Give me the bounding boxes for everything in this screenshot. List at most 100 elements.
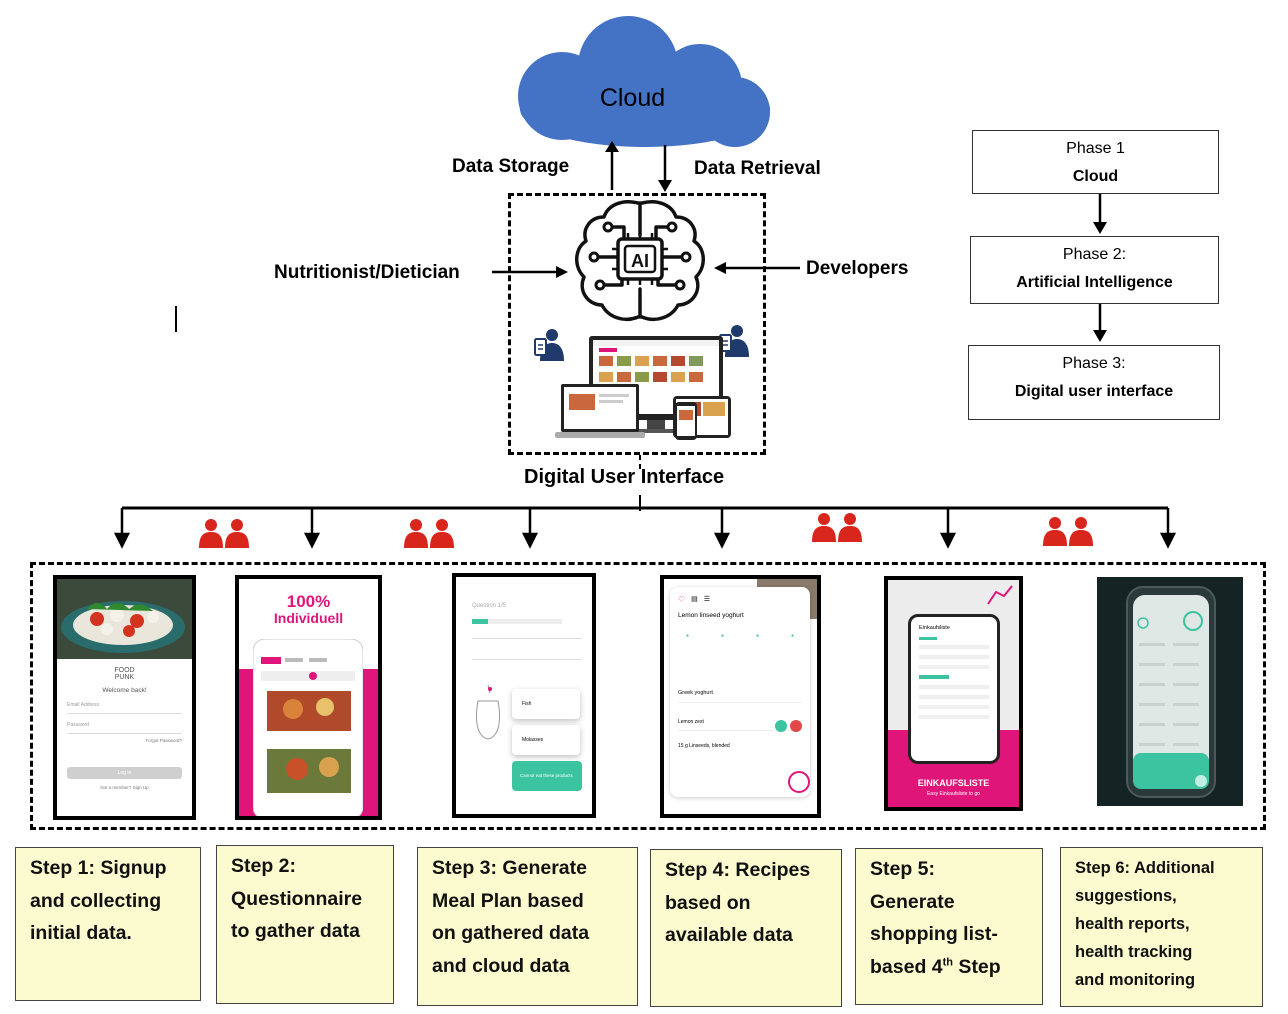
cloud-arrows — [605, 141, 672, 192]
step-2-line-2: Questionnaire — [231, 887, 363, 910]
login-button[interactable]: Log in — [67, 767, 182, 779]
brand-food: FOOD — [114, 667, 135, 674]
step-3-line-1: Step 3: Generate — [432, 857, 587, 879]
drop-icon: ● — [790, 633, 795, 639]
phase-1-subtitle: Cloud — [1072, 168, 1119, 185]
option-cannot-eat[interactable]: Cannot eat these products — [512, 761, 582, 791]
recipe-title: Lemon linseed yoghurt — [678, 612, 744, 619]
edit-icon[interactable] — [788, 771, 810, 793]
step-2-line-3: to gather data — [231, 920, 360, 942]
step-5-line-2: Generate — [870, 890, 955, 913]
phase-2-box: Phase 2: Artificial Intelligence — [970, 236, 1219, 304]
phase-1-box: Phase 1 Cloud — [972, 130, 1219, 194]
question-counter: Question 1/5 — [472, 603, 507, 609]
list-title: Einkaufsliste — [919, 625, 950, 631]
screen-recipes: ♡ ▤ ☰ Lemon linseed yoghurt ●●●● Greek y… — [660, 575, 821, 818]
screen-shopping-list: Einkaufsliste EINKAUFSLISTE Easy Einkauf… — [884, 576, 1023, 811]
step-6-line-3: health reports, — [1075, 915, 1190, 933]
drop-icon: ● — [755, 633, 760, 639]
email-field[interactable]: Email Address — [67, 702, 182, 714]
check-icon[interactable] — [775, 720, 787, 732]
step-6-line-2: suggestions, — [1075, 887, 1177, 905]
phase-1-title: Phase 1 — [1066, 140, 1125, 157]
developers-arrow — [714, 262, 800, 274]
step-1-line-3: initial data. — [30, 922, 132, 944]
people-icon-4 — [1043, 517, 1093, 546]
shopping-banner: EINKAUFSLISTE — [917, 778, 990, 788]
user-tablet-icon-left — [534, 329, 564, 361]
ai-chip-text: AI — [631, 251, 649, 271]
nutrition-row: ● ● ● ● — [670, 633, 810, 639]
screens-frame — [30, 562, 1266, 830]
screen-signup: FOOD PUNK Welcome back! Email Address Pa… — [53, 575, 196, 820]
puzzle-icon — [987, 585, 1013, 605]
phase-3-box: Phase 3: Digital user interface — [968, 345, 1220, 420]
step-5-line-4: based 4th Step — [870, 955, 1001, 978]
step-4-line-2: based on — [665, 891, 751, 914]
step-3-line-3: on gathered data — [432, 922, 590, 944]
step-3-line-2: Meal Plan based — [432, 889, 584, 912]
phase-2-title: Phase 2: — [1062, 246, 1127, 263]
phase-arrows — [1093, 194, 1107, 342]
people-icon-2 — [404, 519, 454, 548]
step-4-box: Step 4: Recipes based on available data — [650, 849, 842, 1007]
list-icon[interactable]: ☰ — [703, 596, 711, 603]
people-icon-1 — [199, 519, 249, 548]
step-2-line-1: Step 2: — [231, 855, 297, 877]
step-3-box: Step 3: Generate Meal Plan based on gath… — [417, 847, 638, 1006]
step-6-line-1: Step 6: Additional — [1075, 859, 1215, 877]
step-1-line-1: Step 1: Signup — [30, 857, 167, 879]
step-4-line-1: Step 4: Recipes — [665, 859, 811, 881]
step-5-box: Step 5: Generate shopping list- based 4t… — [855, 848, 1043, 1005]
close-icon[interactable] — [790, 720, 802, 732]
forgot-password-link[interactable]: Forgot Password? — [145, 738, 182, 743]
cloud-shape — [518, 16, 770, 147]
step-6-box: Step 6: Additional suggestions, health r… — [1060, 847, 1263, 1007]
digital-ui-label: Digital User Interface — [524, 466, 725, 488]
brand-punk: PUNK — [114, 674, 135, 681]
drop-icon: ● — [720, 633, 725, 639]
screen-meal-plan: Question 1/5 Fish Molasses Cannot eat th… — [452, 573, 596, 818]
step-1-box: Step 1: Signup and collecting initial da… — [15, 847, 201, 1001]
step-1-line-2: and collecting — [30, 889, 162, 912]
ingredient-lemon: Lemon zest — [678, 713, 802, 731]
nutritionist-label: Nutritionist/Dietician — [274, 262, 460, 283]
nutritionist-arrow — [492, 266, 568, 278]
ingredient-linseed: 15 g Linseeds, blended — [678, 743, 730, 749]
step-6-line-4: health tracking — [1075, 943, 1193, 961]
distribution-bus — [113, 506, 1177, 549]
cloud-label: Cloud — [599, 84, 666, 112]
screen-health-tracking — [1097, 577, 1243, 806]
step-5-line-3: shopping list- — [870, 923, 998, 945]
arm-illustration — [475, 684, 501, 740]
step-4-line-3: available data — [665, 924, 793, 946]
promo-title-a: 100% — [286, 592, 331, 611]
shopping-banner-sub: Easy Einkaufsliste to go — [926, 791, 981, 797]
drop-icon: ● — [685, 633, 690, 639]
developers-label: Developers — [806, 258, 909, 279]
data-retrieval-label: Data Retrieval — [694, 158, 821, 179]
step-2-box: Step 2: Questionnaire to gather data — [216, 845, 394, 1004]
dark-phone-image — [1097, 577, 1243, 806]
signup-link[interactable]: Not a member? Sign Up — [100, 785, 149, 790]
option-fish[interactable]: Fish — [512, 689, 580, 719]
clipboard-icon[interactable]: ▤ — [691, 596, 698, 603]
devices-mockup-image — [555, 336, 731, 440]
step-3-line-4: and cloud data — [432, 954, 570, 977]
step-6-line-5: and monitoring — [1075, 971, 1196, 989]
step-5-line-1: Step 5: — [870, 858, 936, 880]
phase-3-title: Phase 3: — [1062, 355, 1126, 372]
phone-meal-list — [253, 639, 363, 816]
welcome-text: Welcome back! — [102, 687, 147, 694]
ai-brain-icon: AI — [575, 200, 705, 322]
text-cursor-mark — [175, 306, 177, 332]
promo-title-b: Individuell — [273, 610, 344, 626]
ai-frame — [508, 193, 766, 455]
password-field[interactable]: Password — [67, 722, 182, 734]
heart-icon[interactable]: ♡ — [678, 595, 686, 604]
option-molasses[interactable]: Molasses — [512, 725, 580, 755]
salad-photo — [57, 579, 192, 659]
data-storage-label: Data Storage — [452, 156, 570, 177]
phone-list: Einkaufsliste — [908, 614, 1000, 764]
people-icon-3 — [812, 513, 862, 542]
